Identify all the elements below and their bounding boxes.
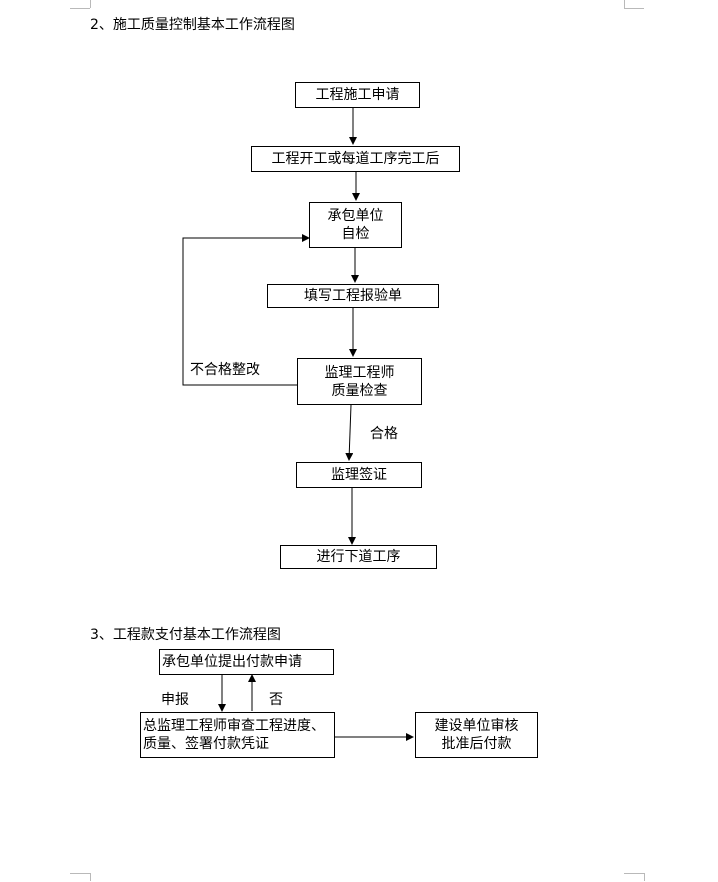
step-supervisor-quality-inspection-line2: 质量检查: [331, 382, 388, 399]
crop-mark-top-right: [624, 0, 644, 9]
step-supervisor-sign-off-text: 监理签证: [331, 467, 387, 483]
crop-mark-top-right-vertical: [624, 0, 625, 8]
label-submit: 申报: [161, 692, 189, 708]
step-next-process: 进行下道工序: [280, 545, 437, 569]
step-supervisor-sign-off: 监理签证: [296, 462, 422, 488]
section3-heading: 3、工程款支付基本工作流程图: [90, 627, 281, 643]
step-supervisor-quality-inspection: 监理工程师 质量检查: [297, 358, 422, 405]
label-reject: 否: [269, 692, 283, 708]
step-owner-approve-payment-line1: 建设单位审核: [434, 718, 519, 734]
step-owner-approve-payment: 建设单位审核 批准后付款: [415, 712, 538, 758]
crop-mark-bottom-right-vertical: [644, 873, 645, 881]
crop-mark-bottom-left: [70, 873, 90, 882]
crop-mark-bottom-left-vertical: [90, 873, 91, 881]
step-chief-supervisor-review-line1: 总监理工程师审查工程进度、: [143, 718, 325, 734]
crop-mark-top-left-vertical: [90, 0, 91, 8]
label-fail-rectify: 不合格整改: [190, 362, 260, 378]
step-contractor-self-check-line2: 自检: [341, 226, 370, 242]
step-payment-request-text: 承包单位提出付款申请: [162, 654, 302, 670]
step-fill-inspection-form: 填写工程报验单: [267, 284, 439, 308]
crop-mark-top-left: [70, 0, 90, 9]
section2-heading: 2、施工质量控制基本工作流程图: [90, 17, 295, 33]
step-construction-application: 工程施工申请: [295, 82, 420, 108]
step-construction-application-text: 工程施工申请: [315, 87, 400, 103]
step-contractor-self-check-line1: 承包单位: [327, 208, 384, 224]
step-construction-start-text: 工程开工或每道工序完工后: [271, 151, 440, 167]
step-owner-approve-payment-line2: 批准后付款: [441, 736, 512, 752]
step-supervisor-quality-inspection-line1: 监理工程师: [324, 364, 395, 381]
step-next-process-text: 进行下道工序: [316, 549, 401, 565]
label-pass: 合格: [370, 426, 398, 442]
step-contractor-self-check: 承包单位 自检: [309, 202, 402, 248]
arrow-inspect-to-sign: [345, 404, 354, 461]
step-fill-inspection-form-text: 填写工程报验单: [304, 288, 402, 304]
crop-mark-bottom-right: [624, 873, 644, 882]
step-construction-start: 工程开工或每道工序完工后: [251, 146, 460, 172]
step-payment-request: 承包单位提出付款申请: [159, 649, 334, 675]
arrow-fail-loop: [182, 234, 310, 386]
step-chief-supervisor-review-line2: 质量、签署付款凭证: [143, 736, 269, 752]
step-chief-supervisor-review: 总监理工程师审查工程进度、 质量、签署付款凭证: [140, 712, 335, 758]
